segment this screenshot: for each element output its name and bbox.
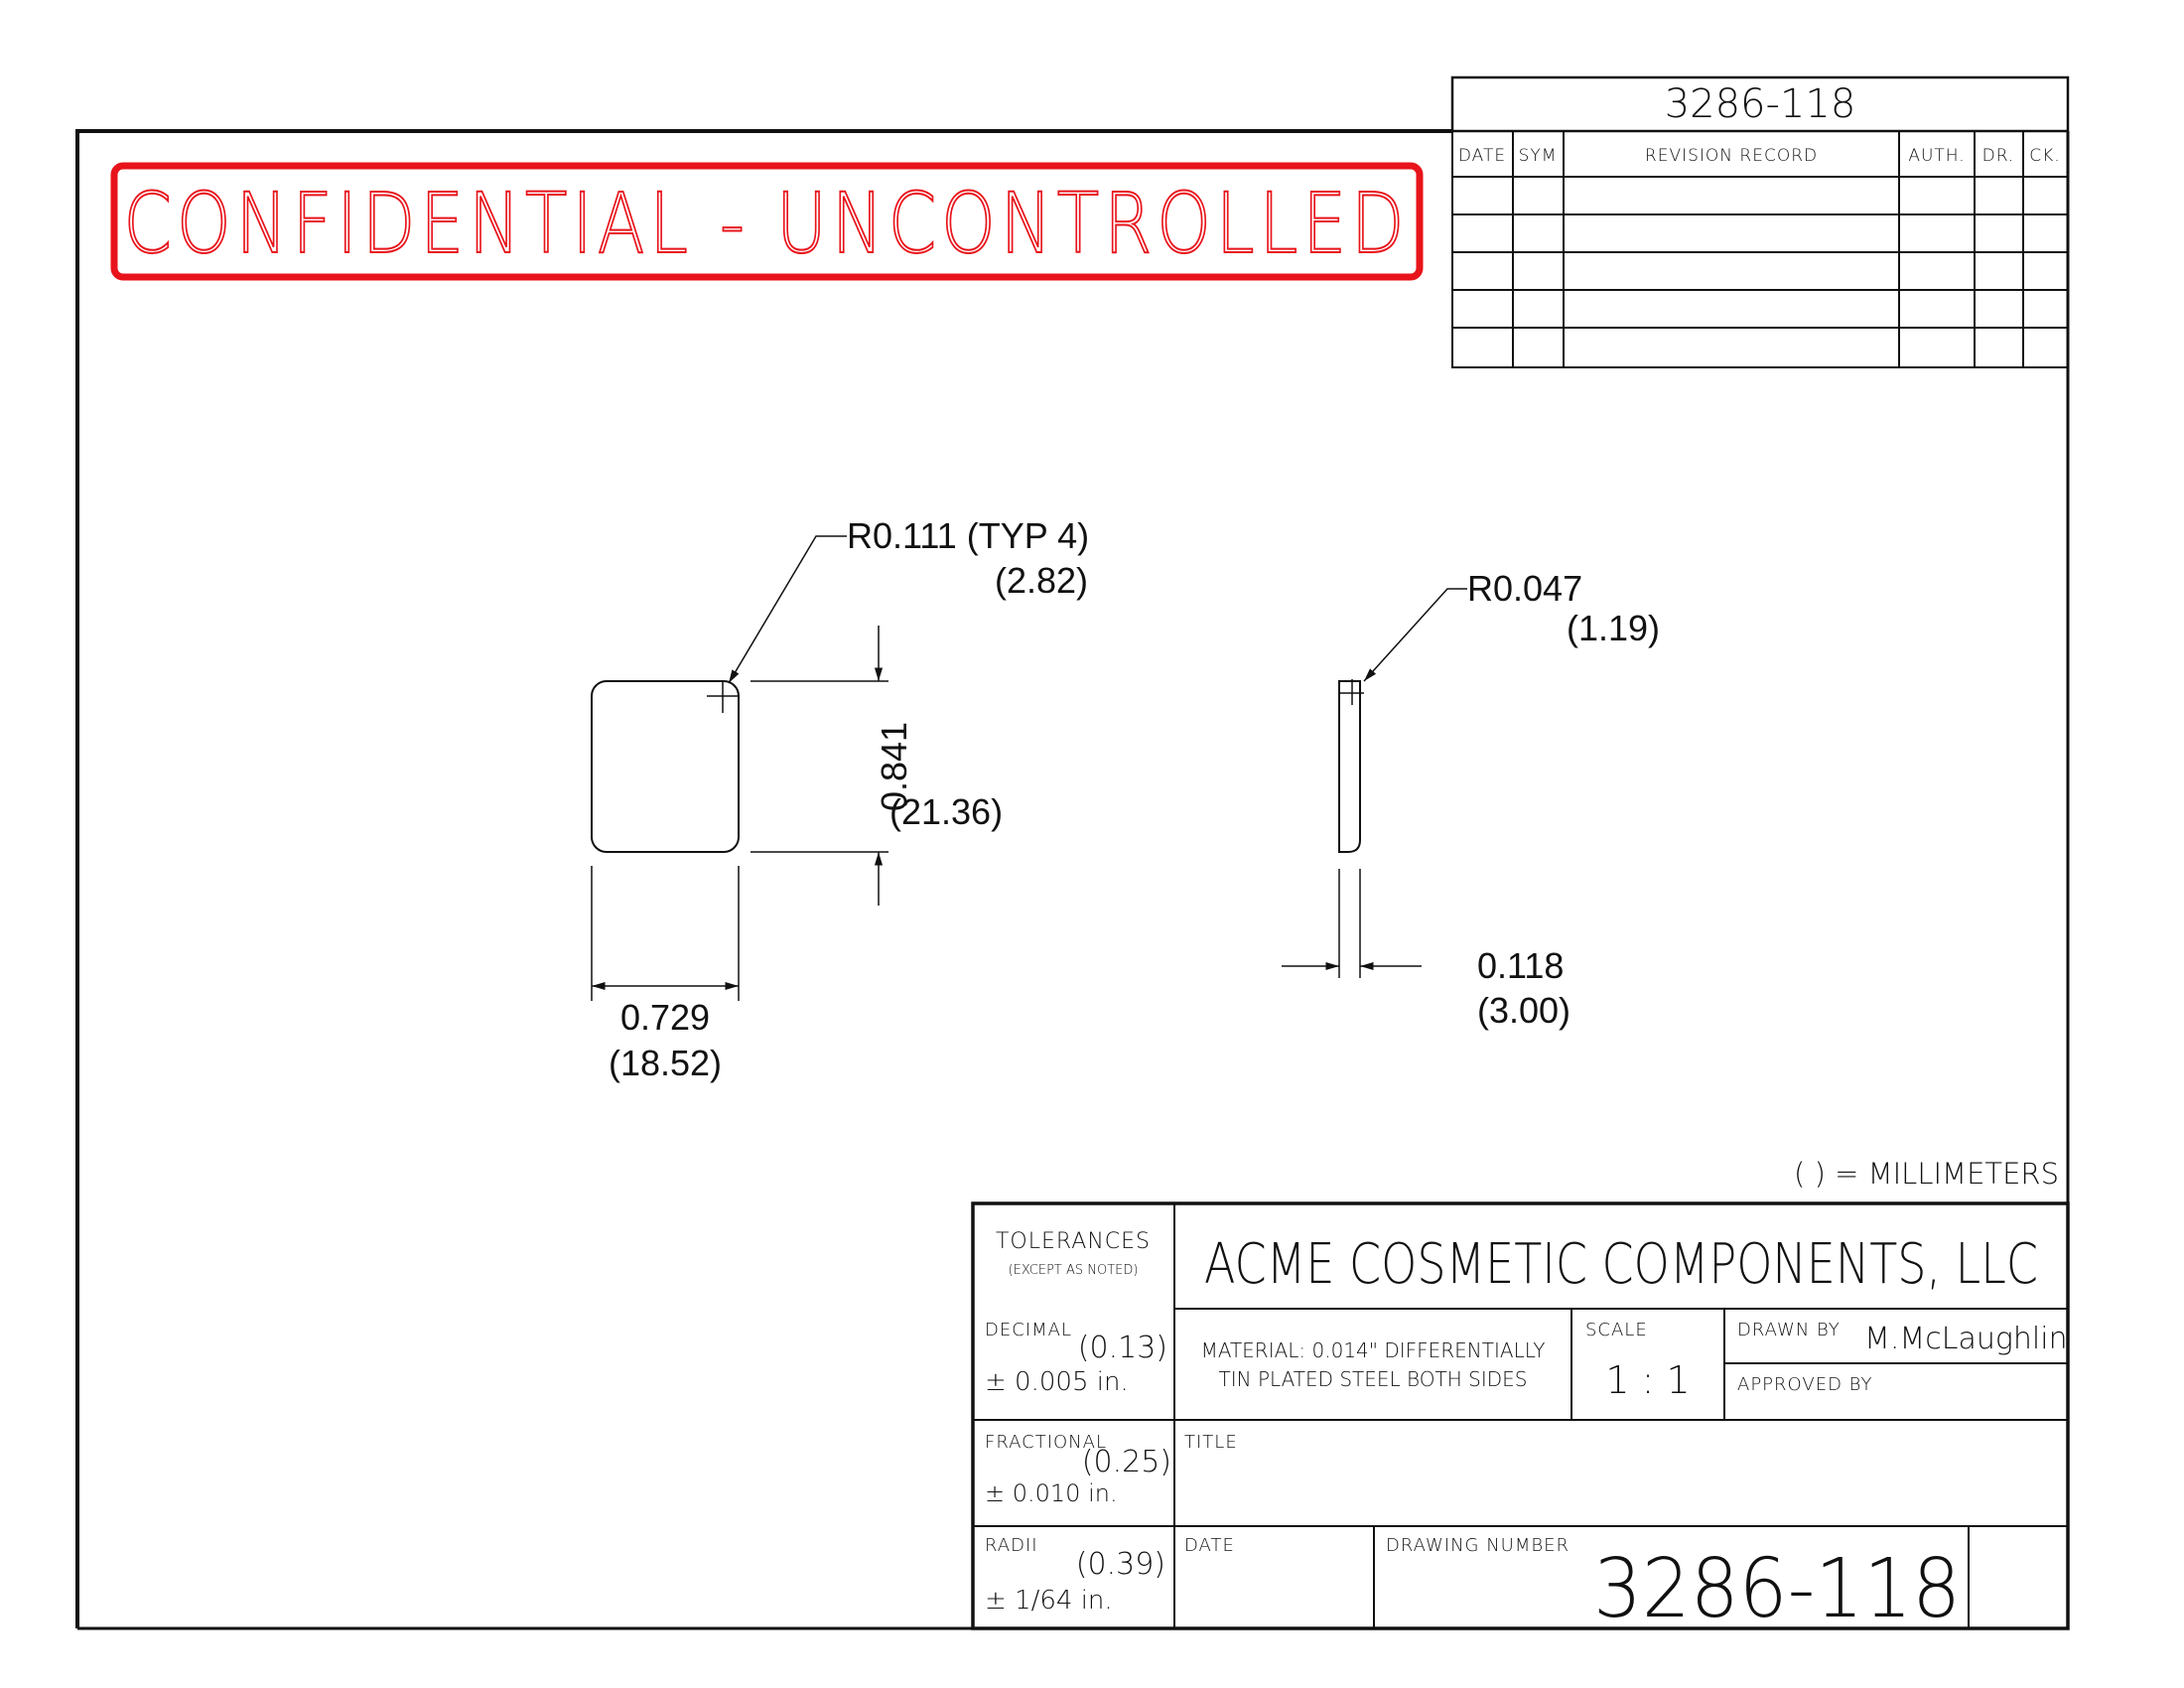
side-view [1282, 588, 1467, 978]
drawn-by-label: DRAWN BY [1737, 1320, 1841, 1340]
drawn-by-value: M.McLaughlin [1864, 1322, 2068, 1356]
top-number-box: 3286-118 [1450, 75, 2070, 133]
side-view-outline [1338, 680, 1361, 853]
front-radius-mm-label: (2.82) [995, 560, 1088, 601]
width-label: 0.729 [620, 997, 710, 1038]
rev-header-auth: AUTH. [1908, 146, 1965, 166]
drawing-number-label: DRAWING NUMBER [1386, 1535, 1570, 1556]
thickness-mm-label: (3.00) [1477, 990, 1570, 1031]
thickness-label: 0.118 [1477, 945, 1564, 986]
company-name: ACME COSMETIC COMPONENTS, LLC [1204, 1232, 2038, 1297]
material-line-2: TIN PLATED STEEL BOTH SIDES [1219, 1367, 1528, 1391]
front-view-outline [591, 680, 740, 853]
rev-header-dr: DR. [1982, 146, 2015, 166]
side-radius-label: R0.047 [1467, 568, 1582, 609]
date-label: DATE [1184, 1535, 1235, 1556]
confidential-stamp: CONFIDENTIAL - UNCONTROLLED [110, 162, 1424, 281]
fractional-value: ± 0.010 in. [985, 1479, 1118, 1507]
approved-by-label: APPROVED BY [1737, 1374, 1872, 1395]
front-view [591, 535, 888, 1001]
sheet-border [75, 129, 2070, 1630]
rev-header-sym: SYM [1519, 146, 1558, 166]
material-line-1: MATERIAL: 0.014" DIFFERENTIALLY [1201, 1338, 1546, 1362]
decimal-label: DECIMAL [985, 1320, 1072, 1340]
radii-mm: (0.39) [1076, 1547, 1165, 1582]
title-label: TITLE [1184, 1432, 1238, 1453]
scale-label: SCALE [1585, 1320, 1648, 1340]
radii-value: ± 1/64 in. [985, 1586, 1113, 1616]
decimal-value: ± 0.005 in. [985, 1367, 1129, 1397]
side-radius-leader [1363, 588, 1467, 682]
rev-header-date: DATE [1458, 146, 1506, 166]
height-mm-label: (21.36) [889, 791, 1003, 832]
units-note: ( ) = MILLIMETERS [1794, 1157, 2059, 1191]
height-label: 0.841 [874, 722, 914, 811]
confidential-stamp-text: CONFIDENTIAL - UNCONTROLLED [124, 175, 1410, 272]
tolerances-title: TOLERANCES [996, 1229, 1151, 1254]
side-radius-mm-label: (1.19) [1567, 608, 1660, 648]
top-drawing-number: 3286-118 [1665, 81, 1856, 127]
radii-label: RADII [985, 1535, 1038, 1556]
revision-record-table [1451, 130, 2069, 368]
scale-value: 1 : 1 [1605, 1358, 1690, 1402]
fractional-label: FRACTIONAL [985, 1432, 1107, 1453]
rev-header-ck: CK. [2029, 146, 2060, 166]
decimal-mm: (0.13) [1078, 1331, 1167, 1365]
title-block [971, 1201, 2070, 1630]
rev-header-record: REVISION RECORD [1645, 146, 1818, 166]
front-radius-leader [728, 535, 847, 684]
drawing-number-value: 3286-118 [1593, 1542, 1961, 1636]
fractional-mm: (0.25) [1082, 1445, 1171, 1479]
width-mm-label: (18.52) [609, 1043, 722, 1083]
tolerances-subtitle: (EXCEPT AS NOTED) [1009, 1263, 1139, 1278]
front-radius-label: R0.111 (TYP 4) [847, 515, 1089, 556]
